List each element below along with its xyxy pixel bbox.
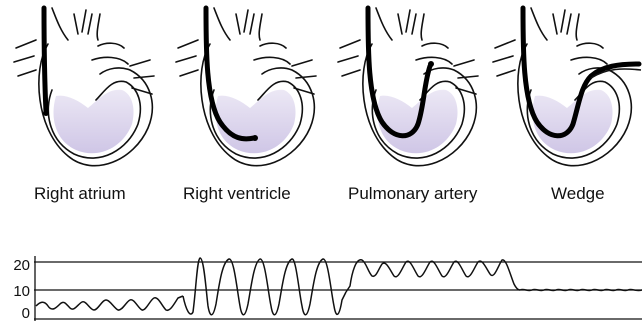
trace-pulmonary-artery: [346, 260, 520, 292]
label-pulmonary-artery: Pulmonary artery: [348, 184, 477, 204]
heart-panel-right-ventricle: [170, 0, 325, 180]
label-right-atrium: Right atrium: [34, 184, 126, 204]
trace-right-atrium: [36, 296, 183, 310]
pressure-waveform: [0, 248, 642, 321]
trace-wedge: [520, 289, 642, 290]
trace-right-ventricle: [183, 258, 346, 315]
heart-panel-wedge: [487, 0, 642, 180]
heart-panel-pulmonary-artery: [332, 0, 487, 180]
label-wedge: Wedge: [551, 184, 605, 204]
heart-panel-right-atrium: [8, 0, 163, 180]
label-right-ventricle: Right ventricle: [183, 184, 291, 204]
